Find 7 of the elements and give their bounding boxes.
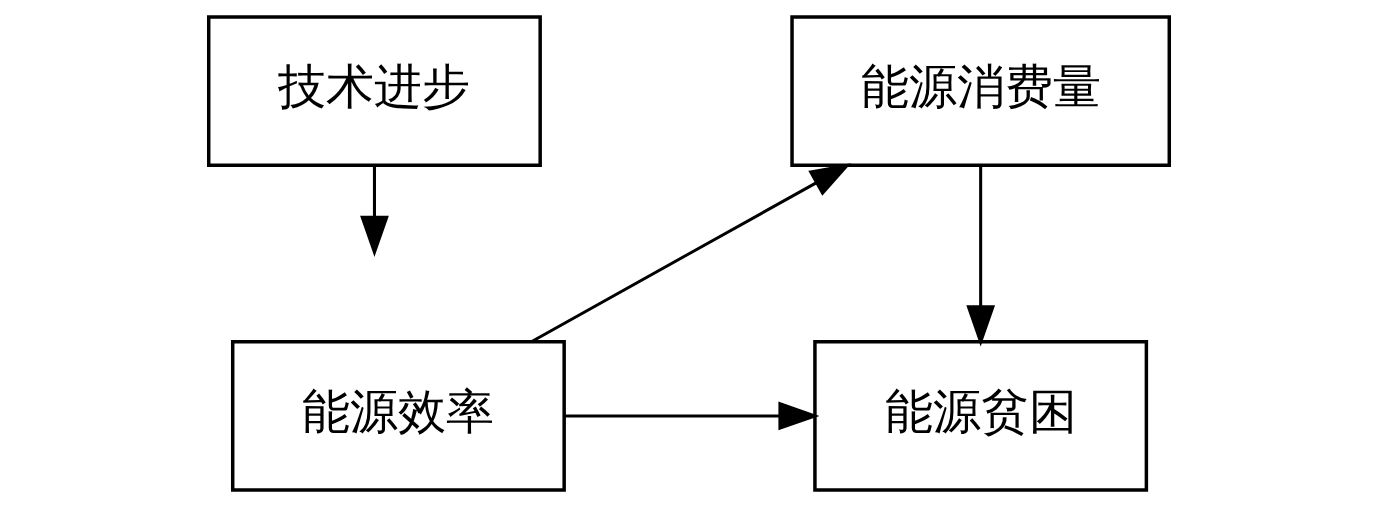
node-box: 能源贫困 [813, 340, 1149, 492]
arrow [564, 401, 820, 431]
arrow [966, 165, 995, 347]
node-box: 技术进步 [206, 15, 542, 167]
arrow [360, 165, 389, 257]
node-box: 能源消费量 [790, 15, 1172, 167]
node-box: 能源效率 [230, 340, 566, 492]
